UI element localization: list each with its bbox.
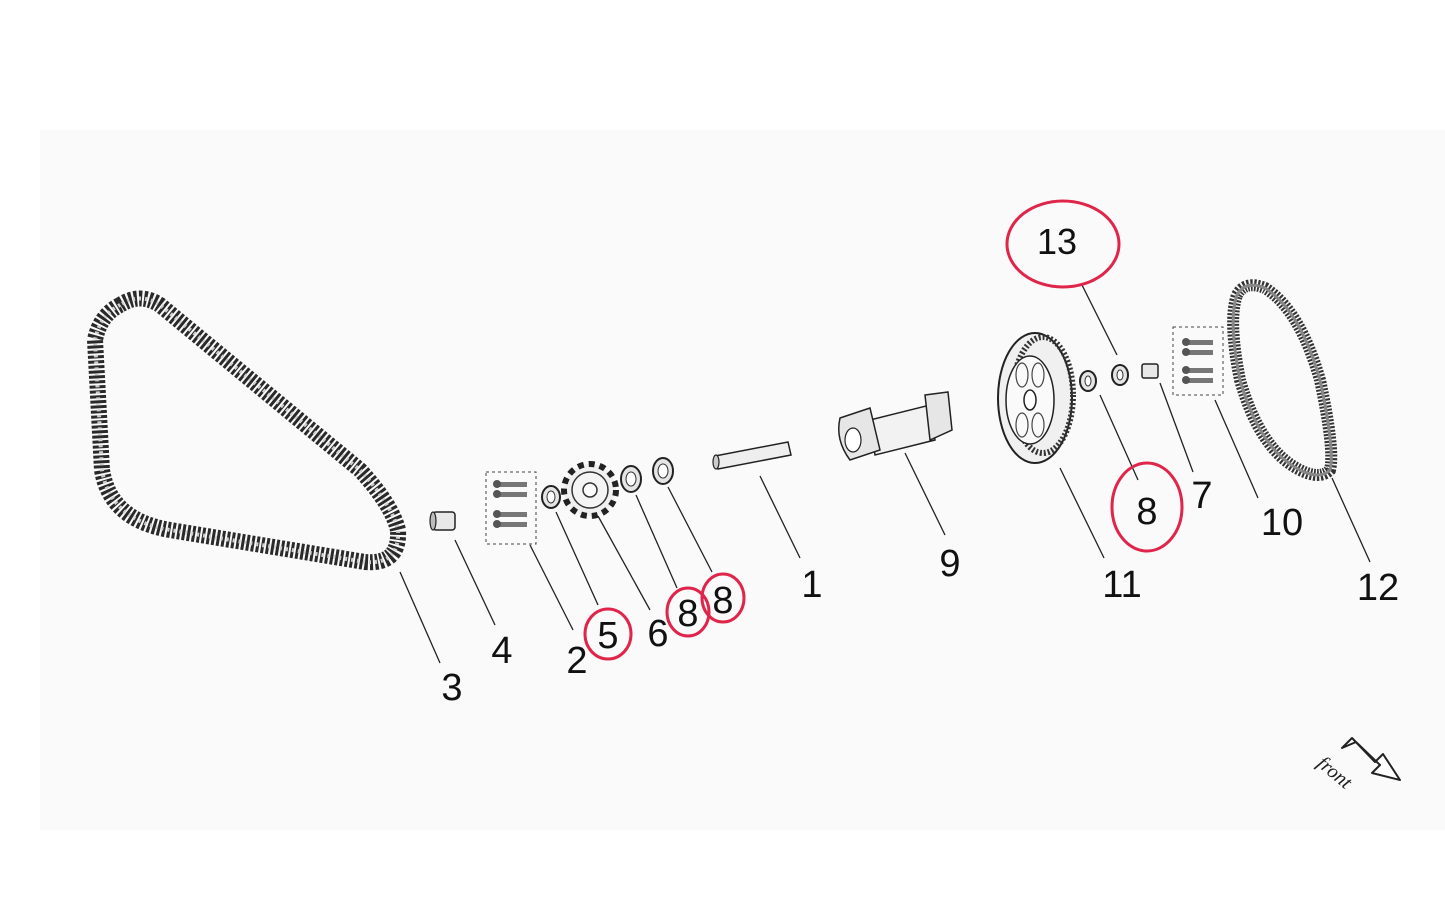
bolt-set-part	[485, 471, 537, 545]
callout-4: 4	[491, 630, 512, 672]
callout-12: 12	[1357, 567, 1399, 609]
highlight-circle-5	[583, 607, 633, 661]
callout-1: 1	[801, 564, 822, 606]
bearing-part-8c	[1079, 370, 1097, 392]
bolt-set-part-10	[1172, 326, 1224, 396]
bearing-part-13	[1111, 364, 1129, 386]
front-label: front	[1313, 752, 1357, 794]
spacer-part	[429, 511, 456, 531]
callout-5: 5	[597, 615, 618, 657]
belt-part	[1227, 279, 1338, 481]
leader-lines	[399, 284, 1371, 664]
highlight-circle-8b	[700, 572, 746, 624]
bearing-part-8a	[620, 465, 642, 493]
callout-2: 2	[566, 640, 587, 682]
callout-8c: 8	[1136, 491, 1157, 533]
sprocket-part	[561, 461, 619, 519]
axle-part	[712, 441, 792, 470]
callout-8a: 8	[677, 593, 698, 635]
callout-13: 13	[1037, 221, 1077, 262]
hub-part	[838, 391, 953, 461]
callout-9: 9	[939, 543, 960, 585]
highlight-circles	[583, 199, 1184, 661]
spacer-part-7	[1141, 363, 1159, 379]
callout-11: 11	[1102, 564, 1141, 606]
highlight-circle-13	[1005, 199, 1121, 289]
chain-part	[86, 290, 407, 571]
highlight-circle-8c	[1110, 461, 1184, 553]
callout-8b: 8	[712, 580, 733, 622]
bearing-part-5	[541, 485, 561, 509]
highlight-circle-8a	[665, 586, 711, 638]
callout-3: 3	[441, 667, 462, 709]
callout-6: 6	[647, 613, 668, 655]
front-direction-arrow-icon: front	[1313, 737, 1401, 794]
callout-7: 7	[1191, 475, 1212, 517]
pulley-part	[997, 332, 1076, 464]
callout-10: 10	[1261, 502, 1303, 544]
diagram-background	[40, 130, 1445, 830]
bearing-part-8b	[652, 457, 674, 485]
